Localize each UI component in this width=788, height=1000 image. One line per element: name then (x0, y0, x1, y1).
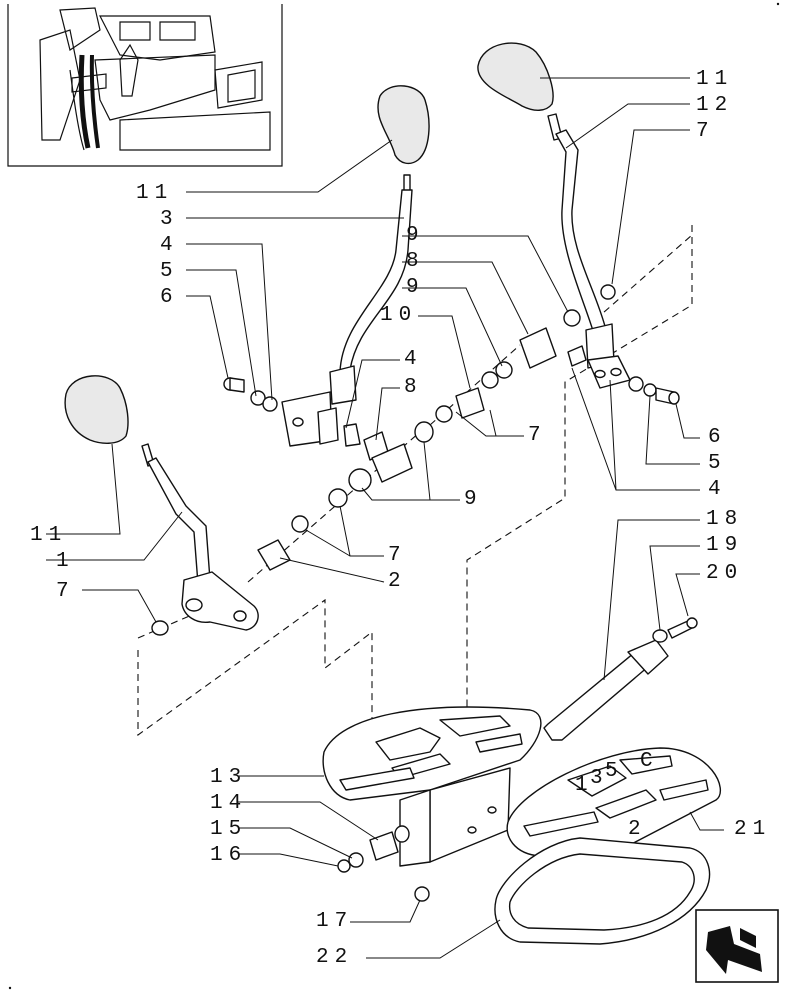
callout-8: 8 (404, 376, 423, 399)
callout-4: 4 (160, 234, 179, 257)
callout-11: 11 (30, 524, 67, 547)
callout-15: 15 (210, 818, 247, 841)
callout-labels: 11 3 4 5 6 11 12 7 9 8 9 10 4 8 7 9 6 5 … (30, 68, 771, 969)
gate-bracket (322, 706, 542, 867)
gate-marking-2: 2 (628, 818, 647, 841)
callout-22: 22 (316, 946, 353, 969)
callout-4: 4 (708, 478, 727, 501)
callout-2: 2 (388, 570, 407, 593)
callout-9: 9 (406, 276, 425, 299)
callout-7: 7 (696, 120, 715, 143)
callout-4: 4 (404, 348, 423, 371)
callout-7: 7 (56, 580, 75, 603)
callout-13: 13 (210, 766, 247, 789)
callout-16: 16 (210, 844, 247, 867)
callout-8: 8 (406, 250, 425, 273)
callout-7: 7 (388, 544, 407, 567)
callout-18: 18 (706, 508, 743, 531)
callout-6: 6 (160, 286, 179, 309)
callout-17: 17 (316, 910, 353, 933)
inset-cab-view (7, 4, 283, 167)
callout-9: 9 (464, 488, 483, 511)
callout-6: 6 (708, 426, 727, 449)
callout-5: 5 (708, 452, 727, 475)
shifter-rod (543, 617, 698, 741)
callout-21: 21 (734, 818, 771, 841)
callout-7: 7 (528, 424, 547, 447)
gate-marking-5: 5 (605, 760, 624, 783)
callout-19: 19 (706, 534, 743, 557)
callout-11: 11 (136, 182, 173, 205)
callout-3: 3 (160, 208, 179, 231)
leader-lines (46, 77, 724, 959)
callout-9: 9 (406, 224, 425, 247)
gate-marking-c: C (640, 750, 659, 773)
gasket-frame (494, 837, 711, 945)
gate-marking-1: 1 (575, 774, 594, 797)
right-gear-lever (477, 42, 631, 389)
left-gear-lever (64, 375, 259, 631)
callout-5: 5 (160, 260, 179, 283)
callout-11: 11 (696, 68, 733, 91)
callout-12: 12 (696, 94, 733, 117)
gate-plate: 1 3 5 C 2 (506, 747, 721, 857)
callout-14: 14 (210, 792, 247, 815)
return-arrow-icon[interactable] (695, 909, 779, 983)
center-gear-lever (281, 85, 430, 447)
gate-marking-3: 3 (590, 767, 609, 790)
bushings-and-washers (151, 284, 680, 636)
callout-10: 10 (380, 304, 417, 327)
callout-20: 20 (706, 562, 743, 585)
callout-1: 1 (56, 550, 75, 573)
